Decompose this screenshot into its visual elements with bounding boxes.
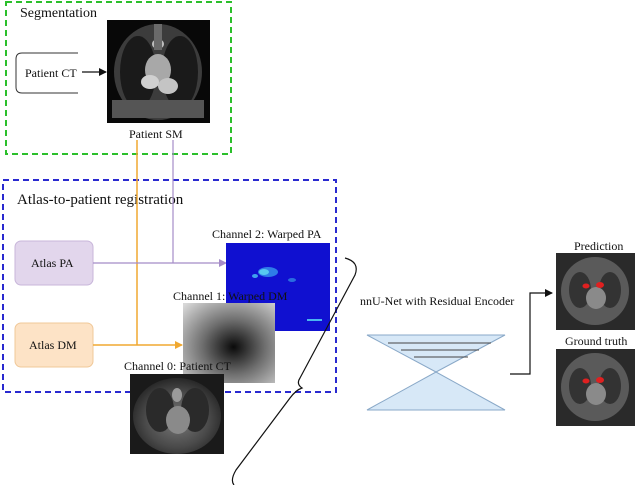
channel-brace: [231, 257, 357, 486]
output-connector: [510, 289, 553, 375]
patient-ct-box: [15, 52, 78, 94]
segmentation-box: [5, 1, 232, 155]
atlas-pa-label: Atlas PA: [31, 256, 74, 270]
ground-truth-label: Ground truth: [565, 334, 627, 348]
prediction-image: [556, 253, 635, 330]
segmentation-map-image: [107, 20, 210, 123]
prediction-label: Prediction: [574, 239, 623, 253]
patient-ct-label: Patient CT: [25, 66, 77, 80]
atlas-dm-label: Atlas DM: [29, 338, 77, 352]
patient-ct-image: [130, 374, 224, 454]
ground-truth-image: [556, 349, 635, 426]
nnunet-hourglass: [366, 334, 506, 411]
warped-dm-image: [183, 303, 275, 383]
patient-sm-label: Patient SM: [129, 127, 183, 141]
channel1-label: Channel 1: Warped DM: [173, 289, 288, 303]
segmentation-title: Segmentation: [20, 6, 97, 21]
channel0-label: Channel 0: Patient CT: [124, 359, 232, 373]
registration-title: Atlas-to-patient registration: [17, 192, 184, 208]
network-label: nnU-Net with Residual Encoder: [360, 294, 514, 308]
channel2-label: Channel 2: Warped PA: [212, 227, 322, 241]
